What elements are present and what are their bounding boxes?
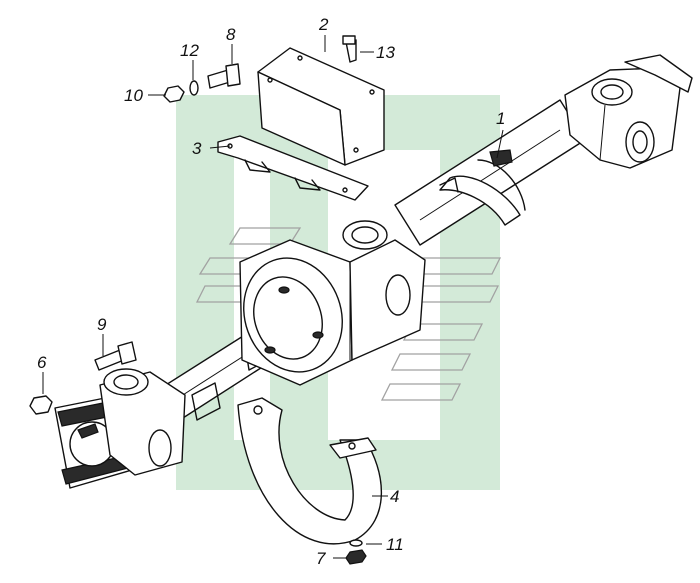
callout-12: 12 [180,41,199,60]
callout-3: 3 [192,139,202,158]
part-10-nut [163,85,185,103]
callout-1: 1 [496,109,505,128]
part-3-bracket [217,135,369,201]
part-12-washer [189,80,199,96]
callout-6: 6 [37,353,47,372]
callout-13: 13 [376,43,395,62]
leader-lines [42,35,504,559]
part-2-cover [257,47,385,166]
callout-10: 10 [124,86,143,105]
center-joint [239,220,426,386]
callout-9: 9 [97,315,107,334]
part-11-washer [349,539,363,547]
callout-8: 8 [226,25,236,44]
watermark-left-bar [176,95,234,490]
callout-11: 11 [386,535,404,554]
hardware [29,35,367,565]
callout-2: 2 [318,15,329,34]
right-yoke [564,54,693,169]
left-yoke [54,368,186,489]
part-4-clamp [237,397,383,545]
callout-7: 7 [316,549,326,568]
part-7-nut [345,549,367,565]
callout-4: 4 [390,487,399,506]
part-6-nut [29,395,53,415]
callout-labels: 1 2 3 4 6 7 8 9 10 11 12 13 [37,15,505,568]
